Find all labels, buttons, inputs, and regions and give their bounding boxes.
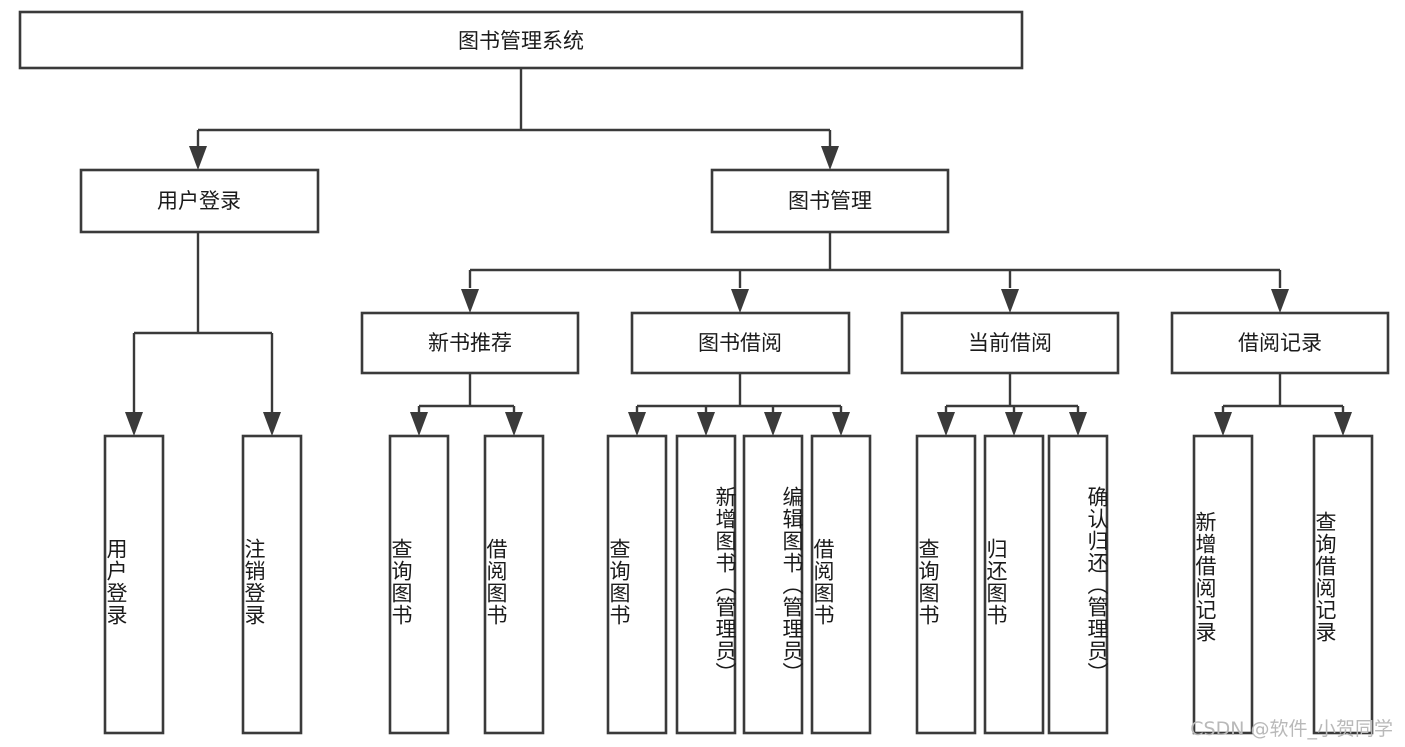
node-box-layer — [18, 10, 1390, 735]
node-new-book-box[interactable] — [360, 311, 580, 375]
node-book-borrow-label: 图书借阅 — [698, 331, 782, 355]
arrow-to-leaf-bb-query — [628, 412, 646, 436]
node-current-borrow-box[interactable] — [900, 311, 1120, 375]
node-user-login-label: 用户登录 — [157, 189, 241, 213]
leaf-bb-query-box[interactable] — [606, 434, 668, 735]
connector-book-manage-to-level2-bus — [468, 232, 1282, 288]
leaf-bb-borrow-box[interactable] — [810, 434, 872, 735]
leaf-cb-return-box[interactable] — [983, 434, 1045, 735]
arrow-to-leaf-bb-edit — [764, 412, 782, 436]
arrow-to-leaf-nb-query — [410, 412, 428, 436]
node-book-manage-box[interactable] — [710, 168, 950, 234]
arrow-to-leaf-user-login — [125, 412, 143, 436]
leaf-bb-edit-box[interactable] — [742, 434, 804, 735]
node-new-book-label: 新书推荐 — [428, 331, 512, 355]
arrow-to-leaf-br-add — [1214, 412, 1232, 436]
arrow-to-borrow-record — [1271, 289, 1289, 313]
node-root-label: 图书管理系统 — [458, 29, 584, 53]
arrow-to-leaf-bb-borrow — [832, 412, 850, 436]
leaf-cb-query-box[interactable] — [915, 434, 977, 735]
connector-user-login-to-leaves — [132, 232, 274, 418]
arrow-to-leaf-br-query — [1334, 412, 1352, 436]
arrow-to-leaf-logout — [263, 412, 281, 436]
leaf-nb-query-box[interactable] — [388, 434, 450, 735]
arrow-to-new-book — [461, 289, 479, 313]
arrow-to-leaf-cb-query — [937, 412, 955, 436]
leaf-bb-add-box[interactable] — [675, 434, 737, 735]
arrow-to-leaf-bb-add — [697, 412, 715, 436]
leaf-cb-confirm-box[interactable] — [1047, 434, 1109, 735]
arrow-to-leaf-nb-borrow — [505, 412, 523, 436]
arrow-to-leaf-cb-confirm — [1069, 412, 1087, 436]
node-book-manage-label: 图书管理 — [788, 189, 872, 213]
leaf-nb-borrow-box[interactable] — [483, 434, 545, 735]
arrow-to-user-login — [189, 146, 207, 170]
connector-book-borrow-to-leaves — [635, 373, 843, 418]
leaf-logout-box[interactable] — [241, 434, 303, 735]
leaf-br-query-box[interactable] — [1312, 434, 1374, 735]
arrow-to-book-borrow — [731, 289, 749, 313]
connector-root-to-level1-bus — [196, 68, 832, 152]
connector-borrow-record-to-leaves — [1221, 373, 1345, 418]
connector-layer — [125, 68, 1352, 436]
arrow-to-book-manage — [821, 146, 839, 170]
node-current-borrow-label: 当前借阅 — [968, 331, 1052, 355]
node-borrow-record-label: 借阅记录 — [1238, 331, 1322, 355]
node-book-borrow-box[interactable] — [630, 311, 851, 375]
connector-current-borrow-to-leaves — [944, 373, 1080, 418]
node-root-box[interactable] — [18, 10, 1024, 70]
node-user-login-box[interactable] — [79, 168, 320, 234]
arrow-to-leaf-cb-return — [1005, 412, 1023, 436]
leaf-br-add-box[interactable] — [1192, 434, 1254, 735]
horizontal-label-layer: 图书管理系统 用户登录 图书管理 新书推荐 图书借阅 当前借阅 借阅记录 — [157, 29, 1322, 355]
leaf-user-login-box[interactable] — [103, 434, 165, 735]
connector-new-book-to-leaves — [417, 373, 516, 418]
node-borrow-record-box[interactable] — [1170, 311, 1390, 375]
arrow-to-current-borrow — [1001, 289, 1019, 313]
